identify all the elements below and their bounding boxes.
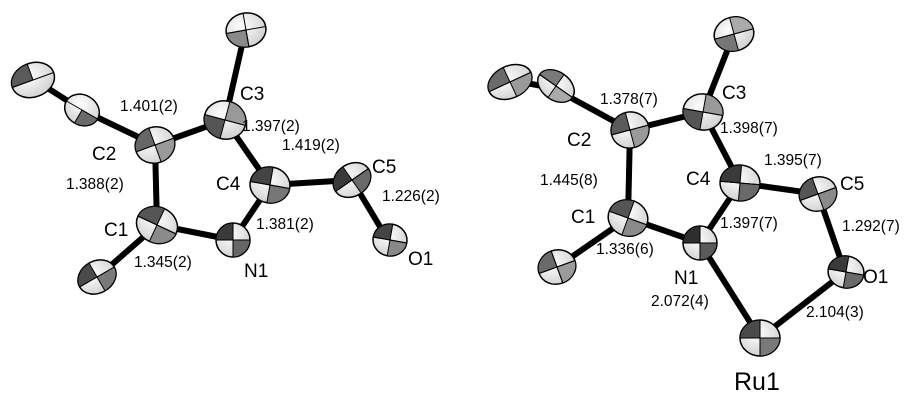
atom-ellipsoid xyxy=(537,249,577,285)
atom-ellipsoid-c3 xyxy=(682,93,724,131)
bond-length-c3-c4: 1.398(7) xyxy=(720,120,778,137)
atom-ellipsoid-n1 xyxy=(682,225,718,261)
bond-length-c3-c4: 1.397(2) xyxy=(242,118,300,135)
atom-ellipsoid-o1 xyxy=(372,223,408,257)
atom-ellipsoid xyxy=(225,12,267,48)
label-n1: N1 xyxy=(674,268,698,289)
bond-length-c1-c2: 1.445(8) xyxy=(540,172,598,189)
label-c5: C5 xyxy=(372,157,396,178)
bond-length-c2-c3: 1.401(2) xyxy=(120,98,178,115)
molecule-2-bond-lengths: 1.378(7) 1.398(7) 1.395(7) 1.445(8) 1.29… xyxy=(540,91,900,321)
molecule-1-atoms xyxy=(10,12,408,295)
label-c5: C5 xyxy=(840,174,864,195)
label-c1: C1 xyxy=(571,207,595,228)
atom-ellipsoid-c2 xyxy=(134,126,176,164)
label-c3: C3 xyxy=(722,83,746,104)
atom-ellipsoid-ru1 xyxy=(739,319,781,357)
bond-length-c5-o1: 1.226(2) xyxy=(382,188,440,205)
atom-ellipsoid-c4 xyxy=(719,164,761,202)
label-c4: C4 xyxy=(216,174,241,195)
molecule-2-atom-labels: C3 C2 C4 C5 C1 N1 O1 Ru1 xyxy=(567,83,888,394)
atom-ellipsoid-c1 xyxy=(135,205,179,245)
label-c2: C2 xyxy=(92,144,116,165)
molecule-1: C3 C2 C4 C5 C1 N1 O1 1.401(2) 1.397(2) 1… xyxy=(10,12,440,295)
bond-length-n1-ru1: 2.072(4) xyxy=(651,293,709,310)
atom-ellipsoid-c3 xyxy=(203,100,247,140)
label-c3: C3 xyxy=(240,84,264,105)
atom-ellipsoid xyxy=(713,16,755,52)
bond-length-c4-c5: 1.419(2) xyxy=(282,137,340,154)
label-n1: N1 xyxy=(244,261,268,282)
bond-length-c4-n1: 1.397(7) xyxy=(720,215,778,232)
label-ru1: Ru1 xyxy=(734,368,780,394)
label-o1: O1 xyxy=(408,249,433,270)
atom-ellipsoid-o1 xyxy=(827,255,865,289)
label-c2: C2 xyxy=(567,130,591,151)
atom-ellipsoid xyxy=(77,259,117,295)
atom-ellipsoid xyxy=(63,93,101,127)
atom-ellipsoid-c1 xyxy=(607,199,649,237)
bond-length-c1-c2: 1.388(2) xyxy=(66,176,124,193)
molecule-2: C3 C2 C4 C5 C1 N1 O1 Ru1 1.378(7) 1.398(… xyxy=(487,16,900,394)
atom-ellipsoid-c4 xyxy=(249,166,291,204)
bond-length-c2-c3: 1.378(7) xyxy=(600,91,658,108)
label-c4: C4 xyxy=(686,169,711,190)
molecule-2-atoms xyxy=(487,16,865,357)
atom-ellipsoid xyxy=(487,63,533,101)
atom-ellipsoid-c5 xyxy=(798,176,838,212)
atom-ellipsoid xyxy=(10,61,56,99)
bond-length-o1-ru1: 2.104(3) xyxy=(806,304,864,321)
bond-length-c1-n1: 1.345(2) xyxy=(134,254,192,271)
bond-length-c4-n1: 1.381(2) xyxy=(256,216,314,233)
label-o1: O1 xyxy=(863,267,888,288)
molecule-1-bond-lengths: 1.401(2) 1.397(2) 1.419(2) 1.388(2) 1.22… xyxy=(66,98,440,271)
label-c1: C1 xyxy=(104,220,128,241)
bond-length-c1-n1: 1.336(6) xyxy=(596,241,654,258)
atom-ellipsoid xyxy=(537,69,575,103)
atom-ellipsoid-n1 xyxy=(215,222,251,258)
bond-length-c4-c5: 1.395(7) xyxy=(764,152,822,169)
atom-ellipsoid-c2 xyxy=(610,111,650,149)
bond-length-c5-o1: 1.292(7) xyxy=(842,218,900,235)
atom-ellipsoid-c5 xyxy=(332,161,372,199)
molecule-1-atom-labels: C3 C2 C4 C5 C1 N1 O1 xyxy=(92,84,433,282)
